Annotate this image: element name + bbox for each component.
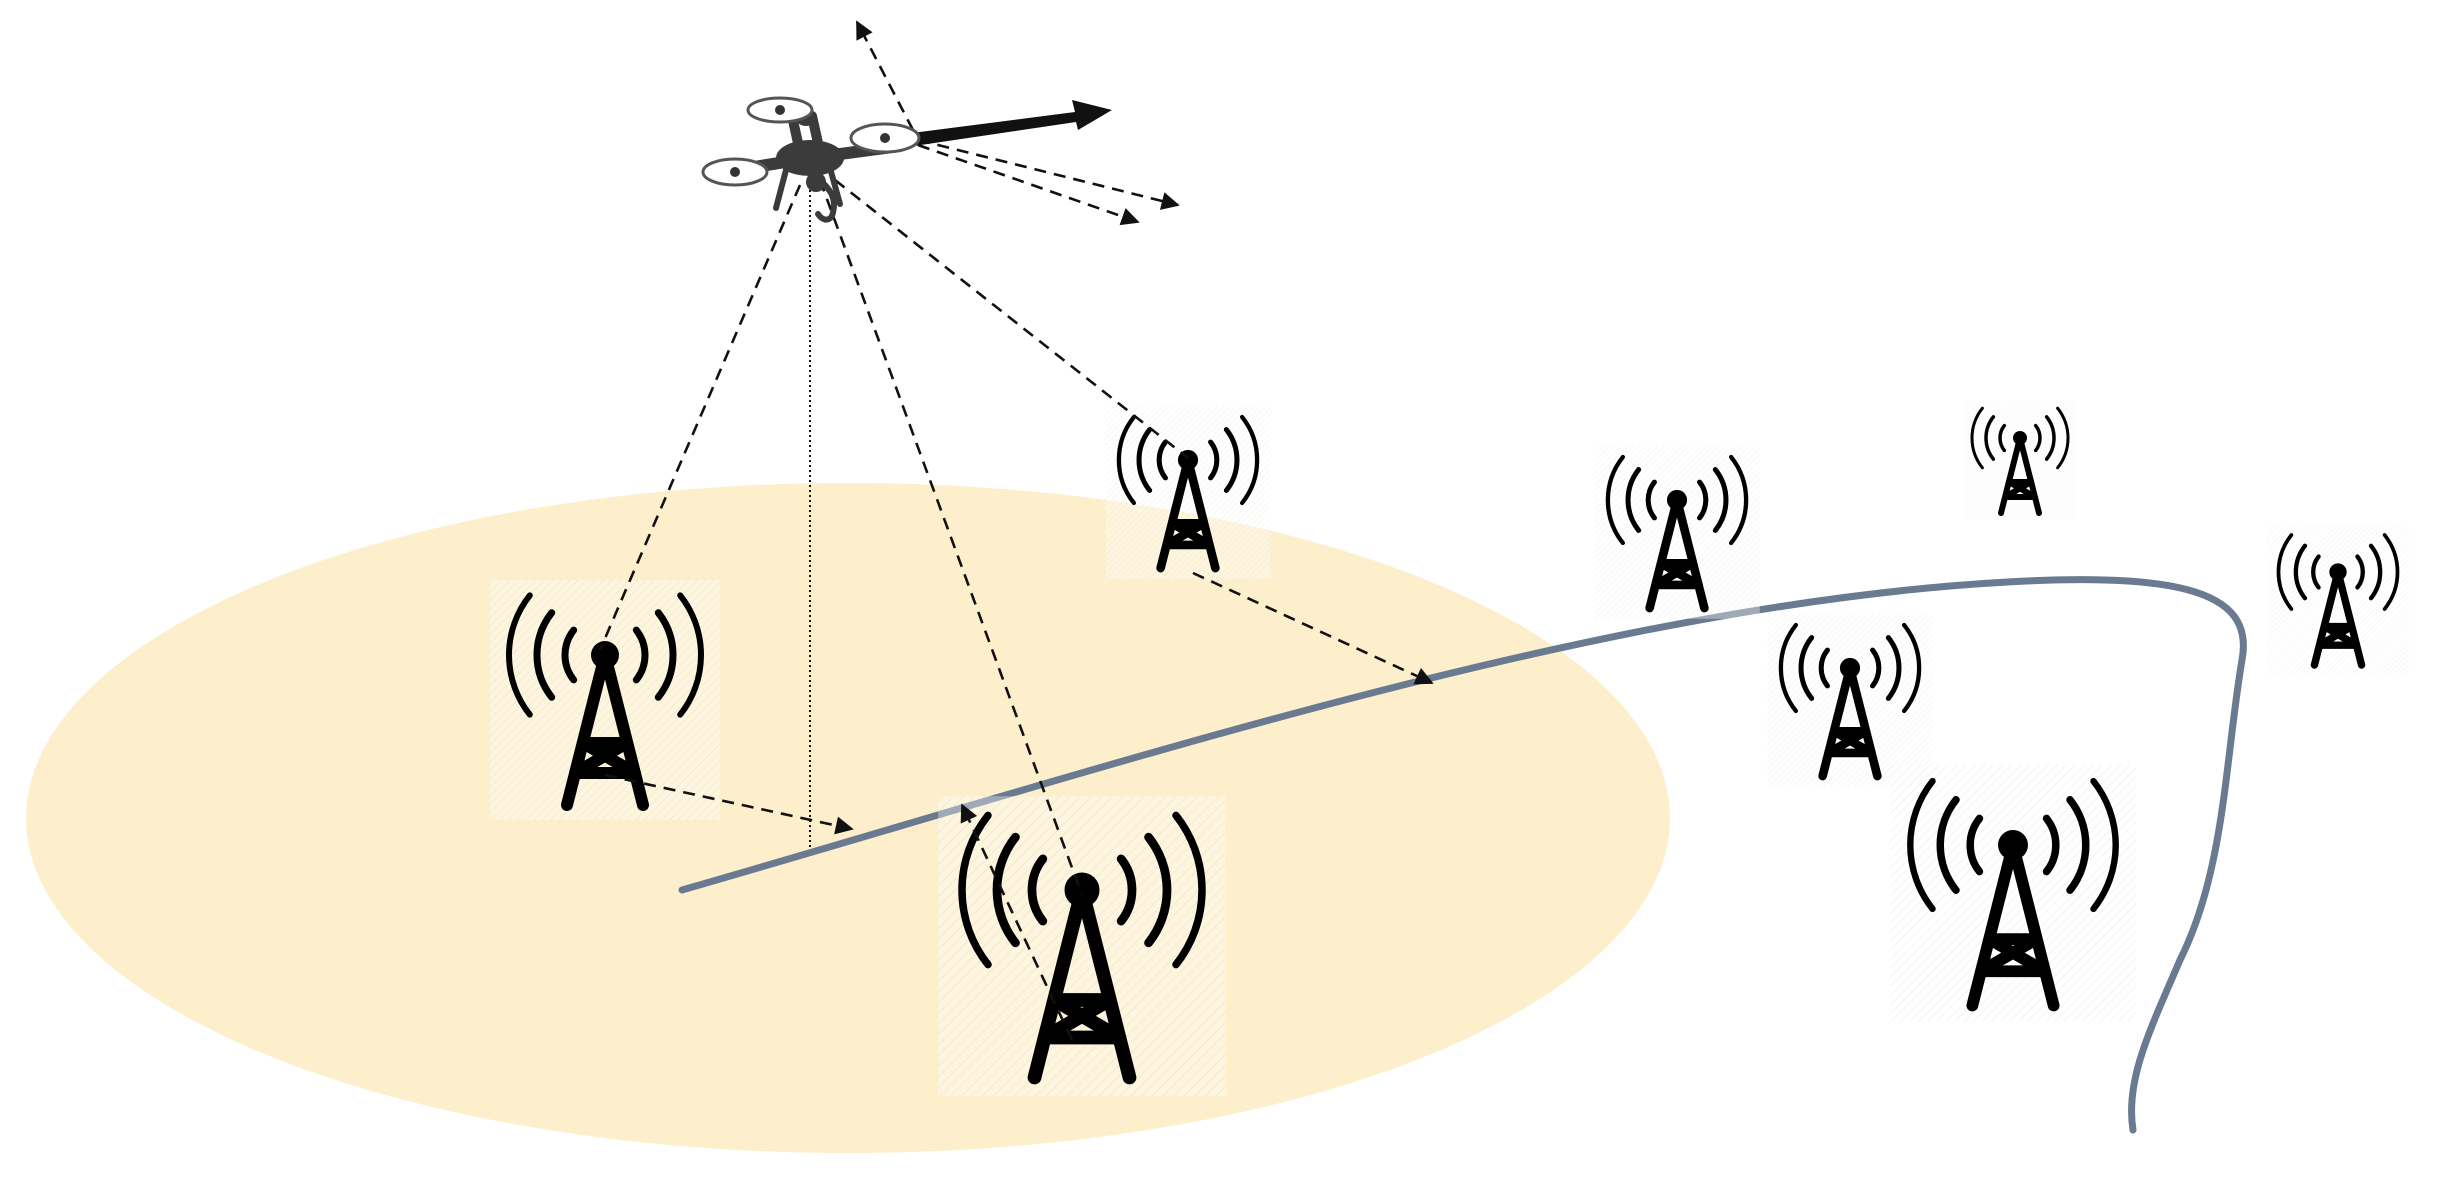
- cell-tower-icon: [1962, 400, 2078, 521]
- heading-arrow: [912, 100, 1112, 146]
- drone-icon: [701, 96, 921, 223]
- cell-tower-icon: [1594, 446, 1760, 619]
- drone-beam-up: [855, 20, 915, 131]
- drone-beam-right-1: [917, 138, 1180, 210]
- cell-tower-icon: [2266, 525, 2410, 675]
- drone-beam-right-2: [917, 143, 1140, 226]
- cell-tower-icon: [1889, 764, 2137, 1022]
- link-drone-tower-1: [598, 184, 802, 651]
- link-drone-tower-3: [834, 178, 1189, 460]
- coverage-area: [26, 483, 1670, 1153]
- trajectory-curve: [678, 576, 2247, 1134]
- link-drone-tower-2: [818, 179, 1084, 896]
- cell-tower-icon: [1767, 614, 1933, 787]
- link-tower-2-trajectory: [960, 803, 1074, 1041]
- cell-tower-icon: [1105, 406, 1271, 579]
- link-tower-3-trajectory: [1192, 571, 1434, 685]
- link-tower-1-trajectory: [604, 773, 854, 835]
- cell-tower-icon: [490, 580, 720, 820]
- cell-tower-icon: [938, 796, 1226, 1097]
